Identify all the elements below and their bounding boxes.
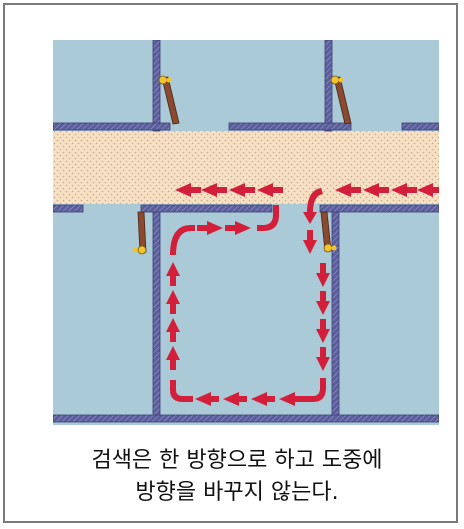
wall-top-left — [152, 40, 161, 132]
arrow-up-2 — [166, 318, 180, 342]
caption-line-1: 검색은 한 방향으로 하고 도중에 — [91, 448, 383, 473]
arrow-corridor-6 — [363, 183, 389, 197]
wall-stub-top-2 — [228, 122, 352, 131]
search-path-arrows — [166, 183, 439, 406]
wall-stub-bottom-1 — [53, 204, 84, 213]
arrow-down-3 — [316, 291, 330, 315]
arrow-corridor-3 — [229, 183, 255, 197]
arrow-down-2 — [316, 263, 330, 287]
corridor-texture — [53, 131, 439, 204]
wall-stub-bottom-3 — [319, 204, 439, 213]
wall-floor-bottom — [53, 414, 439, 423]
arrow-corridor-1 — [175, 183, 201, 197]
arrow-corner-bottom-right — [303, 378, 326, 402]
arrow-left-1 — [279, 392, 303, 406]
figure-frame: 검색은 한 방향으로 하고 도중에 방향을 바꾸지 않는다. — [3, 3, 458, 523]
arrow-right-1 — [197, 221, 223, 235]
door-top-left — [158, 75, 180, 125]
arrow-curve-into-room — [303, 188, 323, 224]
arrow-corner-bottom-left — [170, 380, 193, 402]
arrow-corridor-4 — [257, 183, 283, 197]
door-top-right — [330, 75, 352, 125]
arrow-down-4 — [316, 319, 330, 343]
wall-top-right — [324, 40, 333, 132]
arrow-corner-top-right — [257, 205, 279, 231]
arrow-down-5 — [316, 347, 330, 371]
arrow-up-4 — [166, 262, 180, 286]
wall-stub-top-3 — [401, 122, 439, 131]
arrow-corridor-7 — [391, 183, 417, 197]
wall-stub-top-1 — [53, 122, 171, 131]
arrow-corridor-8 — [417, 183, 439, 197]
arrow-down-1 — [303, 230, 317, 254]
wall-bottom-left — [152, 211, 161, 418]
wall-bottom-right — [331, 211, 340, 418]
arrow-left-4 — [195, 392, 219, 406]
door-bottom-right — [320, 211, 337, 253]
floor-plan-diagram — [53, 40, 439, 425]
door-bottom-left — [132, 211, 147, 255]
arrow-up-3 — [166, 290, 180, 314]
caption-line-2: 방향을 바꾸지 않는다. — [135, 480, 339, 505]
arrow-corridor-5 — [335, 183, 361, 197]
rooms-background — [53, 40, 439, 425]
arrow-left-2 — [251, 392, 275, 406]
arrow-right-2 — [225, 221, 251, 235]
arrow-corridor-2 — [201, 183, 227, 197]
arrow-up-1 — [166, 346, 180, 370]
arrow-left-3 — [223, 392, 247, 406]
figure-caption: 검색은 한 방향으로 하고 도중에 방향을 바꾸지 않는다. — [5, 445, 464, 509]
wall-stub-bottom-2 — [140, 204, 273, 213]
arrow-corner-top-left — [170, 225, 195, 255]
